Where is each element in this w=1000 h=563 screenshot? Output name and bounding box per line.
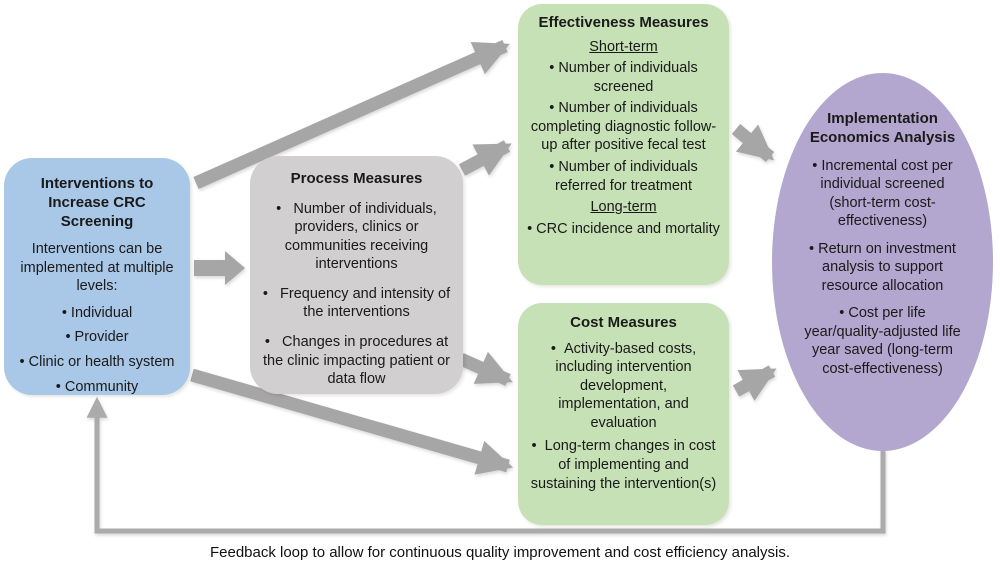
list-item: Cost per life year/quality-adjusted life…: [799, 304, 966, 378]
list-item: Individual: [10, 304, 184, 323]
arrow-interventions-to-effectiveness: [193, 40, 510, 189]
implementation-economics-ellipse: Implementation Economics Analysis Increm…: [772, 73, 993, 451]
effectiveness-measures-title: Effectiveness Measures: [538, 14, 709, 31]
feedback-caption: Feedback loop to allow for continuous qu…: [209, 544, 791, 561]
list-item: Return on investment analysis to support…: [799, 240, 966, 296]
cost-measures-title: Cost Measures: [570, 314, 677, 331]
arrow-effectiveness-to-implementation: [731, 123, 775, 163]
list-item: Number of individuals referred for treat…: [527, 158, 720, 195]
list-item: Number of individuals, providers, clinic…: [260, 200, 453, 274]
list-item: Community: [10, 378, 184, 397]
arrow-interventions-to-process: [194, 251, 245, 285]
list-item: Provider: [10, 328, 184, 347]
cost-measures-box: Cost Measures Activity-based costs, incl…: [518, 303, 729, 525]
arrow-process-to-effectiveness: [458, 140, 512, 176]
process-measures-title: Process Measures: [290, 170, 423, 187]
list-item: Activity-based costs, including interven…: [527, 340, 720, 433]
list-item: Clinic or health system: [10, 353, 184, 372]
process-measures-box: Process Measures Number of individuals, …: [250, 156, 463, 394]
list-item: Number of individuals completing diagnos…: [527, 99, 720, 155]
list-item: CRC incidence and mortality: [527, 220, 720, 239]
arrow-interventions-to-cost: [190, 368, 514, 475]
list-item: Incremental cost per individual screened…: [799, 157, 966, 231]
feedback-loop-line: [86, 396, 886, 534]
interventions-title: Interventions to Increase CRC Screening: [40, 175, 154, 230]
implementation-economics-title: Implementation Economics Analysis: [809, 110, 956, 146]
effectiveness-measures-box: Effectiveness Measures Short-term Number…: [518, 4, 729, 285]
interventions-box: Interventions to Increase CRC Screening …: [4, 158, 190, 395]
long-term-heading: Long-term: [590, 199, 657, 216]
short-term-heading: Short-term: [589, 38, 658, 55]
list-item: Changes in procedures at the clinic impa…: [260, 333, 453, 389]
list-item: Frequency and intensity of the intervent…: [260, 285, 453, 322]
arrow-process-to-cost: [458, 351, 513, 386]
list-item: Long-term changes in cost of implementin…: [527, 437, 720, 493]
list-item: Number of individuals screened: [527, 59, 720, 96]
arrow-cost-to-implementation: [732, 365, 777, 401]
interventions-subtitle: Interventions can be implemented at mult…: [20, 241, 174, 295]
